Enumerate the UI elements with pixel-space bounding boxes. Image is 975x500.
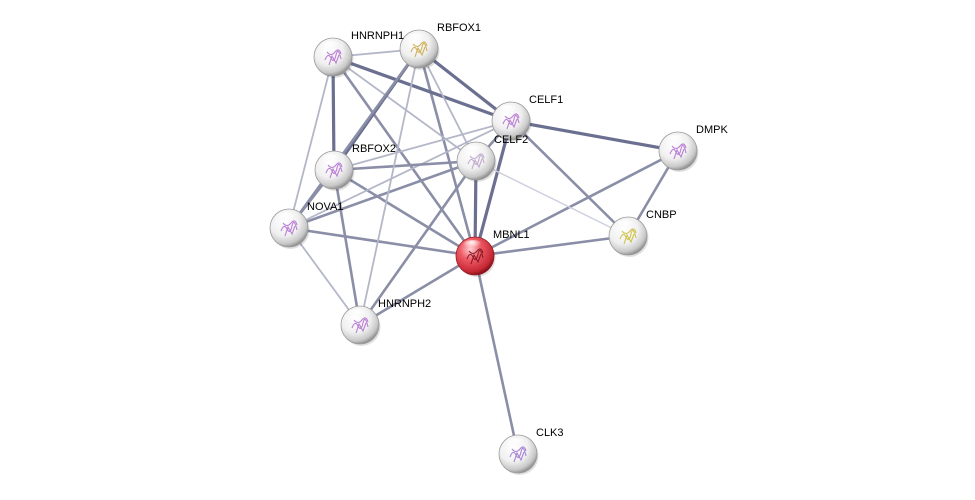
edge-mbnl1-dmpk[interactable]: [473, 149, 680, 258]
node-celf2[interactable]: [456, 141, 497, 182]
node-highlight: [615, 220, 637, 232]
edge-mbnl1-rbfox2[interactable]: [332, 168, 477, 258]
edge-mbnl1-cnbp[interactable]: [473, 234, 630, 258]
node-rbfox1[interactable]: [399, 29, 440, 70]
node-mbnl1[interactable]: [455, 236, 496, 277]
edge-celf2-hnrnph2[interactable]: [358, 159, 478, 327]
edge-celf1-rbfox2[interactable]: [333, 120, 512, 171]
node-label-celf2: CELF2: [494, 134, 528, 146]
node-highlight: [498, 105, 520, 117]
edge-celf1-rbfox1[interactable]: [417, 47, 513, 123]
edge-celf2-cnbp[interactable]: [475, 160, 629, 237]
node-label-dmpk: DMPK: [696, 124, 728, 136]
edge-hnrnph1-nova1[interactable]: [288, 56, 334, 229]
node-label-mbnl1: MBNL1: [493, 229, 530, 241]
node-dmpk[interactable]: [658, 131, 699, 172]
edge-mbnl1-celf1[interactable]: [473, 119, 513, 258]
node-celf1[interactable]: [491, 101, 532, 142]
node-hnrnph1[interactable]: [313, 37, 354, 78]
edge-celf1-cnbp[interactable]: [509, 119, 630, 238]
edge-celf2-rbfox2[interactable]: [332, 159, 478, 172]
edge-celf2-rbfox1[interactable]: [418, 48, 477, 162]
node-label-clk3: CLK3: [536, 427, 564, 439]
labels-layer: MBNL1 RBFOX1HNRNPH1CELF1CELF2RBFOX2NOVA1H…: [307, 22, 728, 439]
edge-celf1-dmpk[interactable]: [509, 119, 680, 153]
edge-mbnl1-nova1[interactable]: [287, 226, 477, 258]
node-label-nova1: NOVA1: [307, 201, 343, 213]
node-clk3[interactable]: [498, 434, 539, 475]
node-label-hnrnph1: HNRNPH1: [351, 30, 404, 42]
node-label-rbfox1: RBFOX1: [437, 22, 481, 34]
node-nova1[interactable]: [269, 208, 310, 249]
edge-mbnl1-hnrnph2[interactable]: [358, 254, 477, 327]
edge-celf2-nova1[interactable]: [287, 159, 478, 230]
node-label-hnrnph2: HNRNPH2: [378, 298, 431, 310]
node-highlight: [276, 212, 298, 224]
edge-mbnl1-hnrnph1[interactable]: [331, 55, 477, 258]
node-cnbp[interactable]: [608, 216, 649, 257]
edge-nova1-hnrnph2[interactable]: [288, 227, 361, 326]
node-highlight: [347, 309, 369, 321]
node-highlight: [463, 145, 485, 157]
node-highlight: [320, 41, 342, 53]
node-label-celf1: CELF1: [529, 94, 563, 106]
node-highlight: [665, 135, 687, 147]
edge-celf2-hnrnph1[interactable]: [332, 56, 477, 162]
edge-rbfox2-hnrnph2[interactable]: [332, 168, 362, 327]
edge-celf1-nova1[interactable]: [288, 120, 512, 229]
node-hnrnph2[interactable]: [340, 305, 381, 346]
node-highlight: [406, 33, 428, 45]
edge-mbnl1-clk3[interactable]: [473, 254, 520, 456]
node-label-cnbp: CNBP: [646, 209, 677, 221]
node-rbfox2[interactable]: [314, 150, 355, 191]
nodes-layer: [269, 29, 699, 475]
edges-layer: [287, 47, 680, 456]
edge-rbfox1-hnrnph2[interactable]: [359, 48, 420, 326]
edge-celf1-hnrnph1[interactable]: [331, 55, 513, 123]
node-label-rbfox2: RBFOX2: [352, 143, 396, 155]
node-highlight: [505, 438, 527, 450]
node-highlight: [321, 154, 343, 166]
node-highlight: [462, 240, 484, 252]
